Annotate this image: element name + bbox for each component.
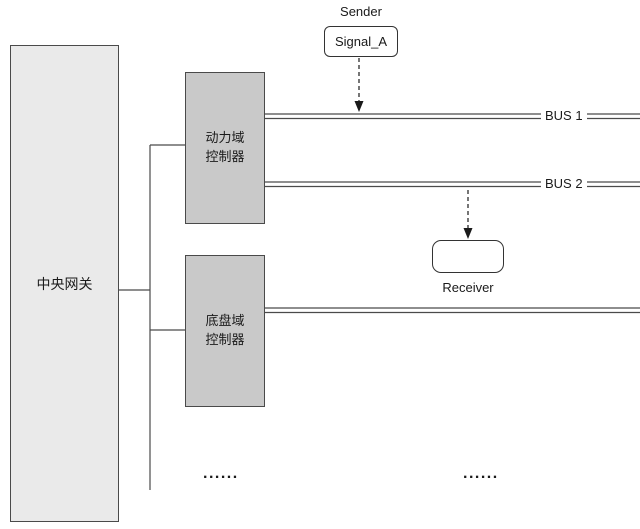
bus1-label: BUS 1	[541, 108, 587, 124]
receiver-box	[432, 240, 504, 273]
signal-a-label: Signal_A	[334, 34, 388, 49]
signal-a-box: Signal_A	[324, 26, 398, 57]
sender-label: Sender	[340, 4, 382, 19]
chassis-domain-controller-label: 底盘域 控制器	[205, 313, 245, 347]
receiver-label: Receiver	[442, 280, 494, 295]
powertrain-domain-controller-box: 动力域 控制器	[185, 72, 265, 224]
bus3-line	[265, 307, 640, 314]
bus2-label: BUS 2	[541, 176, 587, 192]
ellipsis-right: ......	[463, 465, 499, 482]
ellipsis-left: ......	[203, 465, 239, 482]
gateway-connector-line	[119, 144, 185, 490]
sender-arrowhead-icon	[354, 101, 364, 112]
receiver-arrowhead-icon	[463, 228, 473, 239]
central-gateway-label: 中央网关	[36, 275, 93, 292]
chassis-domain-controller-box: 底盘域 控制器	[185, 255, 265, 407]
central-gateway-box: 中央网关	[10, 45, 119, 522]
powertrain-domain-controller-label: 动力域 控制器	[205, 130, 245, 164]
